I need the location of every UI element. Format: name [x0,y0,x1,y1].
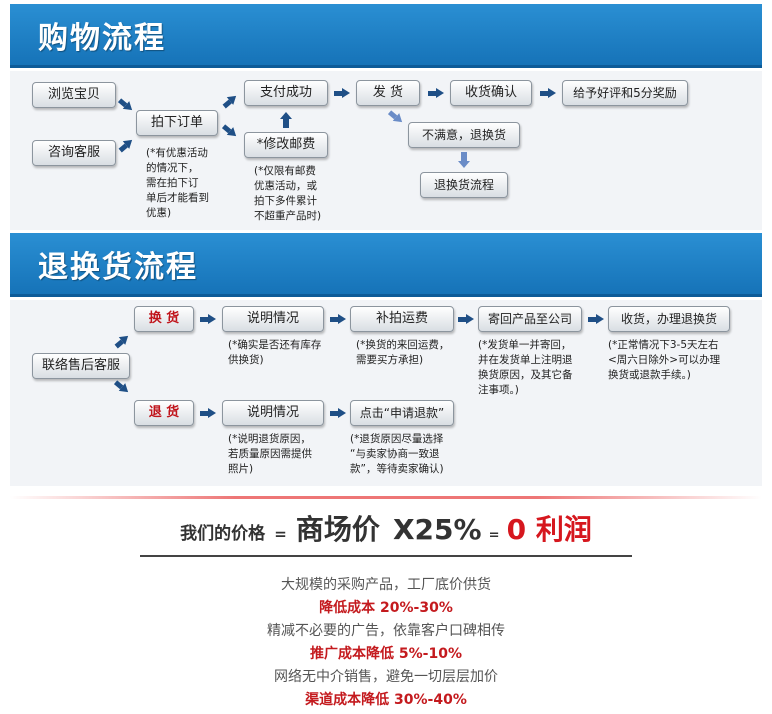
note-line: 换货原因，及其它备 [478,369,573,381]
zero-profit: 0 利润 [506,513,592,546]
refund-select-note: (*退货原因尽量选择 “与卖家协商一致退 款”，等待卖家确认) [350,432,468,477]
headline-underline [140,555,632,557]
arrow-right-icon [334,88,350,98]
arrow-right-icon [330,314,346,324]
benefit-line: 精减不必要的广告，依靠客户口碑相传 [267,623,505,639]
apply-refund-box: 点击“申请退款” [350,400,454,426]
note-line: 优惠) [146,207,172,219]
send-back-note: (*发货单一并寄回， 并在发货单上注明退 换货原因，及其它备 注事项。) [478,338,590,398]
benefit-value-line: 降低成本 20%-30% [0,597,772,617]
processing-time-note: (*正常情况下3-5天左右 <周六日除外>可以办理 换货或退款手续。) [608,338,744,383]
note-line: 单后才能看到 [146,192,209,204]
benefit-value-line: 渠道成本降低 30%-40% [0,689,772,709]
benefit-value: 5%-10% [398,646,462,662]
contact-service-box: 联络售后客服 [32,353,130,379]
note-line: (*发货单一并寄回， [478,339,572,351]
note-line: 拍下多件累计 [254,195,317,207]
note-line: 款”，等待卖家确认) [350,463,444,475]
note-line: 需要买方承担) [356,354,424,366]
price-prefix: 我们的价格 [180,524,266,544]
benefit-line: 网络无中介销售，避免一切层层加价 [274,669,498,685]
section-divider [10,496,762,499]
pay-shipping-box: 补拍运费 [350,306,454,332]
receive-process-box: 收货，办理退换货 [608,306,730,332]
order-discount-note: (*有优惠活动 的情况下， 需在拍下订 单后才能看到 优惠) [146,146,226,221]
ship-box: 发 货 [356,80,420,106]
arrow-right-icon [330,408,346,418]
benefit-value: 20%-30% [380,600,453,616]
return-flow-title: 退换货流程 [38,249,198,285]
arrow-right-icon [200,408,216,418]
exchange-box: 换 货 [134,306,194,332]
note-line: (*退货原因尽量选择 [350,433,444,445]
note-line: 并在发货单上注明退 [478,354,573,366]
purchase-flow-banner: 购物流程 [10,4,762,68]
multiplier: X25% [392,513,482,546]
shipping-discount-note: (*仅限有邮费 优惠活动，或 拍下多件累计 不超重产品时) [254,164,340,224]
freight-note: (*换货的来回运费， 需要买方承担) [356,338,468,368]
note-line: (*正常情况下3-5天左右 [608,339,719,351]
note-line: 换货或退款手续。) [608,369,691,381]
benefit-value: 30%-40% [394,692,467,708]
arrow-right-icon [540,88,556,98]
note-line: 需在拍下订 [146,177,199,189]
note-line: <周六日除外>可以办理 [608,354,721,366]
arrow-right-icon [458,314,474,324]
arrow-up-icon [280,112,292,128]
confirm-receipt-box: 收货确认 [450,80,532,106]
note-line: 注事项。) [478,384,519,396]
arrow-right-icon [428,88,444,98]
note-line: (*说明退货原因， [228,433,311,445]
edit-shipping-box: *修改邮费 [244,132,328,158]
purchase-flow-title: 购物流程 [38,20,166,56]
price-headline: 我们的价格 = 商场价 X25% = 0 利润 [0,508,772,552]
note-line: 若质量原因需提供 [228,448,312,460]
send-back-box: 寄回产品至公司 [478,306,582,332]
refund-box: 退 货 [134,400,194,426]
return-flow-banner: 退换货流程 [10,233,762,297]
reason-note: (*说明退货原因， 若质量原因需提供 照片) [228,432,338,477]
review-reward-box: 给予好评和5分奖励 [562,80,688,106]
note-line: (*换货的来回运费， [356,339,450,351]
benefit-label: 渠道成本降低 [305,692,390,708]
note-line: 的情况下， [146,162,199,174]
benefit-line: 大规模的采购产品，工厂底价供货 [281,577,491,593]
stock-check-note: (*确实是否还有库存 供换货) [228,338,338,368]
return-flow-box: 退换货流程 [420,172,508,198]
mall-price: 商场价 [295,513,380,546]
place-order-box: 拍下订单 [136,110,218,136]
benefit-value-line: 推广成本降低 5%-10% [0,643,772,663]
consult-service-box: 咨询客服 [32,140,116,166]
equals-sign: = [488,528,500,543]
unsatisfied-return-box: 不满意，退换货 [408,122,520,148]
note-line: (*仅限有邮费 [254,165,316,177]
note-line: 照片) [228,463,254,475]
benefit-label: 降低成本 [319,600,376,616]
note-line: (*有优惠活动 [146,147,208,159]
note-line: “与卖家协商一致退 [350,448,440,460]
note-line: 优惠活动，或 [254,180,317,192]
browse-item-box: 浏览宝贝 [32,82,116,108]
benefit-label: 推广成本降低 [310,646,395,662]
arrow-right-icon [588,314,604,324]
note-line: (*确实是否还有库存 [228,339,322,351]
explain-reason-box: 说明情况 [222,400,324,426]
arrow-right-icon [200,314,216,324]
payment-success-box: 支付成功 [244,80,328,106]
note-line: 不超重产品时) [254,210,322,222]
explain-situation-box: 说明情况 [222,306,324,332]
note-line: 供换货) [228,354,264,366]
arrow-down-icon [458,152,470,168]
equals-sign: = [274,525,287,543]
